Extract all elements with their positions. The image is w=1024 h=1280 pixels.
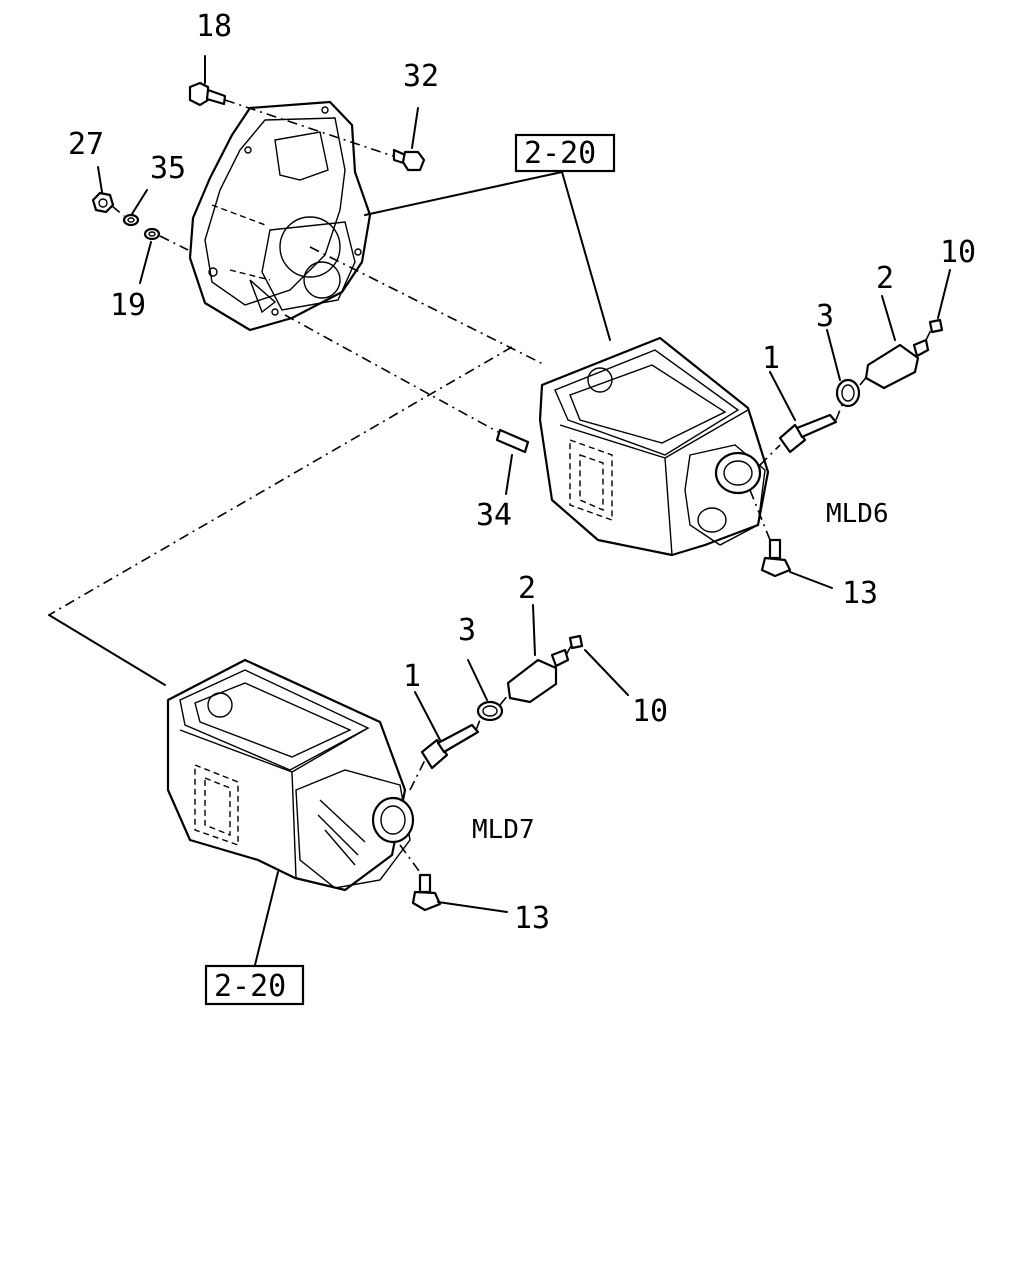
mld6-bolt-13 xyxy=(760,538,792,578)
bolt-18 xyxy=(188,81,227,107)
mld6-callout-2: 2 xyxy=(876,261,894,296)
mld7-callout-1: 1 xyxy=(403,659,421,694)
mld6-gear-1 xyxy=(778,413,838,454)
mld7-callout-3: 3 xyxy=(458,613,476,648)
mld6-callout-3: 3 xyxy=(816,299,834,334)
callout-35: 35 xyxy=(150,151,186,186)
mld6-callout-1: 1 xyxy=(762,341,780,376)
mld7-bolt-13 xyxy=(411,873,442,912)
model-label-mld7: MLD7 xyxy=(472,815,535,845)
callout-34: 34 xyxy=(476,498,512,533)
mld7-oring-3 xyxy=(476,700,504,722)
ref-label-bottom: 2-20 xyxy=(214,969,286,1004)
callout-18: 18 xyxy=(196,9,232,44)
callout-labels: 18 32 27 35 19 34 2-20 1 3 2 10 13 MLD6 … xyxy=(68,9,976,1006)
clutch-housing xyxy=(188,100,372,332)
mld6-oring-3 xyxy=(835,378,861,408)
ref-box-top xyxy=(514,133,616,173)
ref-label-top: 2-20 xyxy=(524,136,596,171)
mld7-callout-10: 10 xyxy=(632,694,668,729)
mld6-callout-10: 10 xyxy=(940,235,976,270)
bolt-32 xyxy=(392,148,426,172)
nut-27 xyxy=(91,191,115,214)
mld6-sleeve-2 xyxy=(864,338,930,390)
callout-19: 19 xyxy=(110,288,146,323)
transmission-case-mld7 xyxy=(166,658,415,892)
mld7-callout-2: 2 xyxy=(518,571,536,606)
mld7-gear-1 xyxy=(420,723,480,770)
mld7-plug-10 xyxy=(568,634,584,650)
leader-lines-mld6 xyxy=(749,269,951,589)
mld7-callout-13: 13 xyxy=(514,901,550,936)
leader-lines-mld7 xyxy=(254,604,629,966)
mld6-callout-13: 13 xyxy=(842,576,878,611)
transmission-case-mld6 xyxy=(538,336,770,557)
callout-27: 27 xyxy=(68,127,104,162)
stud-34 xyxy=(495,428,530,454)
mld6-plug-10 xyxy=(928,318,944,334)
washer-35 xyxy=(122,213,140,227)
washer-19 xyxy=(143,227,161,241)
callout-32: 32 xyxy=(403,59,439,94)
ref-box-bottom xyxy=(204,964,305,1006)
mld7-sleeve-2 xyxy=(506,648,570,704)
model-label-mld6: MLD6 xyxy=(826,499,889,529)
reference-bracket-lines xyxy=(48,346,513,686)
